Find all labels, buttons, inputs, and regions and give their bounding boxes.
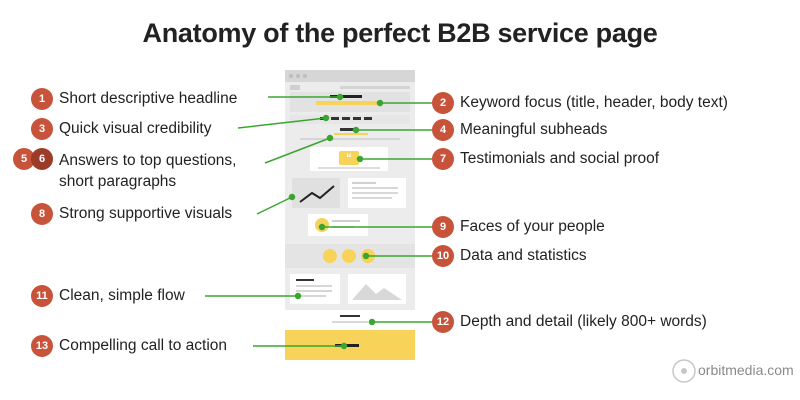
headline-bar [330, 95, 362, 98]
brand-name: orbitmedia.com [698, 362, 794, 378]
browser-dot [289, 74, 293, 78]
text-line [352, 192, 398, 194]
text-line [352, 187, 398, 189]
logo-dash [331, 117, 339, 120]
badge-1: 1 [31, 88, 53, 110]
label-6: Answers to top questions, [59, 152, 237, 169]
text-line [352, 182, 376, 184]
badge-7: 7 [432, 148, 454, 170]
testimonial-line [318, 167, 380, 169]
flow-line [296, 295, 326, 297]
nav-logo [290, 85, 300, 90]
text-line [352, 197, 392, 199]
label-1: Short descriptive headline [59, 90, 238, 107]
badge-12: 12 [432, 311, 454, 333]
flow-line [296, 290, 332, 292]
connectors [205, 93, 432, 350]
page-title: Anatomy of the perfect B2B service page [142, 18, 658, 48]
label-11: Clean, simple flow [59, 287, 185, 304]
logo-dash [342, 117, 350, 120]
depth-line [332, 321, 368, 323]
depth-heading [340, 315, 360, 317]
browser-dot [296, 74, 300, 78]
stat-circle [342, 249, 356, 263]
keyword-bar [316, 101, 378, 105]
logo-dash [364, 117, 372, 120]
label-10: Data and statistics [460, 247, 587, 264]
brand-logo-icon [672, 359, 696, 383]
flow-line [296, 285, 332, 287]
label-7: Testimonials and social proof [460, 150, 660, 167]
badge-5: 5 [13, 148, 35, 170]
paragraph-line [300, 138, 400, 140]
chart-icon [299, 185, 335, 203]
label-3: Quick visual credibility [59, 120, 212, 137]
face-line [332, 220, 360, 222]
depth-section [285, 310, 415, 330]
image-icon [352, 284, 402, 300]
quote-icon [339, 151, 359, 165]
label-6-line2: short paragraphs [59, 173, 177, 190]
label-2: Keyword focus (title, header, body text) [460, 94, 728, 111]
badge-9: 9 [432, 216, 454, 238]
label-12: Depth and detail (likely 800+ words) [460, 313, 707, 330]
flow-text-block [290, 274, 340, 304]
browser-bar [285, 70, 415, 82]
badge-8: 8 [31, 203, 53, 225]
nav-links [340, 86, 410, 89]
logo-dash [353, 117, 361, 120]
badge-6: 6 [31, 148, 53, 170]
label-9: Faces of your people [460, 218, 605, 235]
stat-circle [323, 249, 337, 263]
badge-13: 13 [31, 335, 53, 357]
badge-11: 11 [31, 285, 53, 307]
label-4: Meaningful subheads [460, 121, 608, 138]
subhead-accent [334, 133, 368, 135]
badge-2: 2 [432, 92, 454, 114]
badge-4: 4 [432, 119, 454, 141]
badge-10: 10 [432, 245, 454, 267]
label-8: Strong supportive visuals [59, 205, 233, 222]
browser-dot [303, 74, 307, 78]
badge-3: 3 [31, 118, 53, 140]
visual-block [292, 178, 340, 208]
subhead-bar [340, 128, 358, 131]
label-13: Compelling call to action [59, 337, 228, 354]
svg-text:“: “ [346, 151, 352, 165]
flow-heading [296, 279, 314, 281]
